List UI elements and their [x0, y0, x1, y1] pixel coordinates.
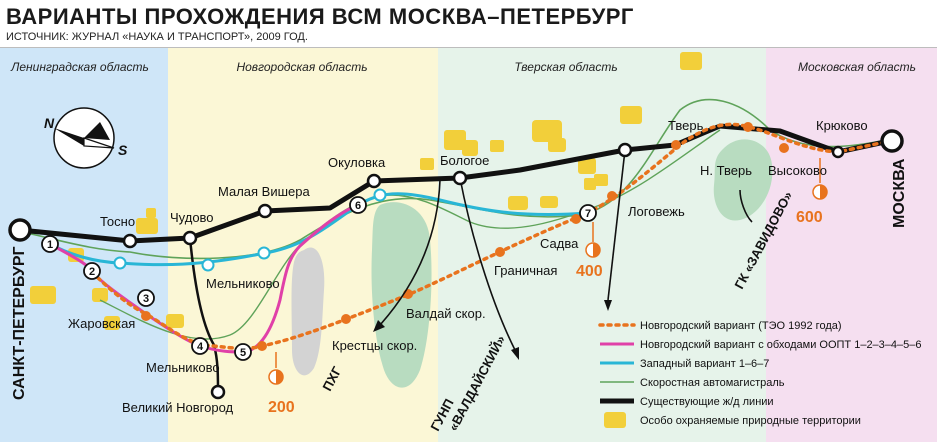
node-7: 7: [585, 208, 591, 220]
compass-north: N: [44, 115, 55, 131]
city-moscow: МОСКВА: [891, 158, 908, 228]
tver-region: [438, 48, 766, 442]
city-chudovo: Чудово: [170, 210, 214, 225]
moscow-terminal: [880, 129, 904, 153]
speed-400-label: 400: [576, 263, 603, 280]
cyan-stations: [113, 188, 387, 272]
spb-terminal: [8, 218, 32, 242]
city-malaya-vishera: Малая Вишера: [218, 184, 310, 199]
moscow-region: [766, 48, 937, 442]
title-divider: [0, 47, 937, 48]
city-spb: САНКТ-ПЕТЕРБУРГ: [11, 246, 28, 400]
teo-1992-variant: [90, 122, 892, 351]
source-note: ИСТОЧНИК: ЖУРНАЛ «НАУКА И ТРАНСПОРТ», 20…: [6, 31, 308, 43]
node-3: 3: [143, 293, 149, 305]
city-sadva: Садва: [540, 236, 579, 251]
legend-highway-label: Скоростная автомагистраль: [640, 377, 785, 389]
place-kresttsy-skor: Крестцы скор.: [332, 338, 417, 353]
arrow-heads: [373, 300, 612, 360]
legend-teo-1992-label: Новгородский вариант (ТЭО 1992 года): [640, 320, 842, 332]
route-map: Ленинградская область Новгородская облас…: [0, 48, 937, 442]
existing-railway: [19, 123, 891, 244]
city-tosno: Тосно: [100, 214, 135, 229]
compass-icon: N S: [44, 107, 128, 169]
city-melnikovo-1: Мельниково: [206, 276, 280, 291]
city-melnikovo-2: Мельниково: [146, 360, 220, 375]
speed-marker-200: 200: [268, 352, 295, 416]
node-4: 4: [197, 341, 204, 353]
place-valday-skor: Валдай скор.: [406, 306, 486, 321]
city-n-tver: Н. Тверь: [700, 163, 752, 178]
phg-area: [291, 247, 325, 376]
speed-200-label: 200: [268, 399, 295, 416]
legend-railway-label: Существующие ж/д линии: [640, 396, 774, 408]
city-tver: Тверь: [668, 118, 704, 133]
valday-area: [371, 202, 432, 388]
node-5: 5: [240, 347, 246, 359]
city-okulovka: Окуловка: [328, 155, 386, 170]
city-logovezh: Логовежь: [628, 204, 685, 219]
speed-marker-600: 600: [796, 158, 828, 226]
legend: Новгородский вариант (ТЭО 1992 года) Нов…: [598, 320, 922, 428]
rail-stations: [122, 142, 845, 400]
node-1: 1: [47, 239, 53, 251]
region-label-moscow: Московская область: [798, 60, 916, 74]
compass-south: S: [118, 142, 128, 158]
label-arrows: [379, 149, 753, 351]
city-bologoe: Бологое: [440, 153, 489, 168]
legend-bypass-label: Новгородский вариант с обходами ООПТ 1–2…: [640, 339, 922, 351]
city-granichnaya: Граничная: [494, 263, 557, 278]
speed-600-label: 600: [796, 209, 823, 226]
region-label-leningrad: Ленинградская область: [10, 60, 149, 74]
protected-areas: [30, 52, 702, 330]
node-6: 6: [355, 200, 361, 212]
city-vysokovo: Высоково: [768, 163, 827, 178]
novgorod-rail-branch: [188, 237, 220, 393]
legend-protected-swatch: [604, 412, 626, 428]
legend-western-label: Западный вариант 1–6–7: [640, 358, 769, 370]
legend-protected-label: Особо охраняемые природные территории: [640, 415, 861, 427]
node-2: 2: [89, 266, 95, 278]
region-label-tver: Тверская область: [514, 60, 617, 74]
region-label-novgorod: Новгородская область: [236, 60, 367, 74]
city-veliky-novgorod: Великий Новгород: [122, 400, 234, 415]
speed-marker-400: 400: [576, 222, 603, 280]
zavidovo-area: [713, 139, 773, 221]
city-kryukovo: Крюково: [816, 118, 868, 133]
map-title: ВАРИАНТЫ ПРОХОЖДЕНИЯ ВСМ МОСКВА–ПЕТЕРБУР…: [6, 4, 634, 29]
route-nodes: 1 2 3 4 5 6 7: [41, 196, 597, 361]
city-zharovskaya: Жаровская: [68, 316, 135, 331]
